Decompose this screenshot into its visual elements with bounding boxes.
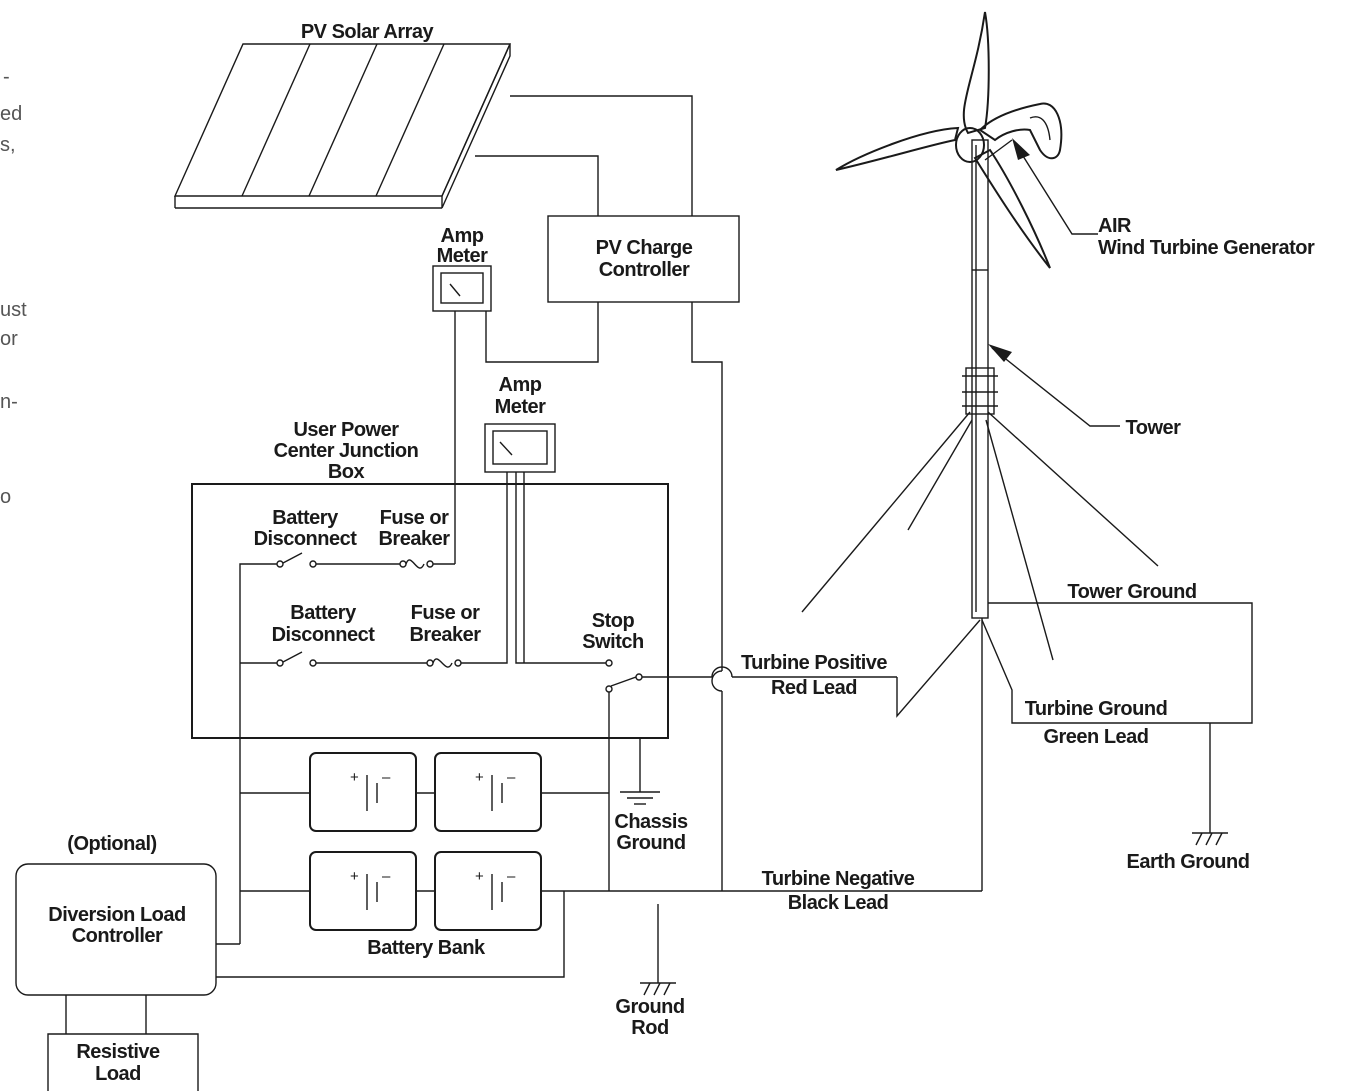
chassis-ground: Chassis Ground: [614, 738, 688, 854]
arrowhead-icon: [1012, 138, 1030, 160]
tower-label: Tower: [1126, 417, 1182, 439]
air-label-line1: AIR: [1098, 215, 1132, 237]
turbine-lead-labels: Turbine Positive Red Lead Turbine Negati…: [741, 652, 1168, 914]
battery-plus-sign: +: [475, 868, 484, 885]
diversion-load-controller-label-line2: Controller: [72, 925, 163, 947]
cropped-fragment: n-: [0, 391, 18, 413]
battery-4: + –: [434, 851, 542, 931]
fuse-upper-label-line2: Breaker: [378, 528, 450, 550]
pv-solar-array-label: PV Solar Array: [301, 21, 435, 43]
diversion-load-controller-label-line1: Diversion Load: [48, 904, 185, 926]
junction-box: User Power Center Junction Box: [191, 419, 669, 739]
turbine-negative-label-line2: Black Lead: [788, 892, 889, 914]
battery-bank-label: Battery Bank: [367, 937, 486, 959]
ground-rod-label-line2: Rod: [631, 1017, 668, 1039]
air-label-line2: Wind Turbine Generator: [1098, 237, 1315, 259]
lower-disconnect-row: Battery Disconnect Fuse or Breaker: [240, 472, 508, 668]
earth-ground-label: Earth Ground: [1127, 851, 1250, 873]
chassis-ground-label-line1: Chassis: [614, 811, 688, 833]
junction-box-label-line3: Box: [328, 461, 365, 483]
chassis-ground-label-line2: Ground: [616, 832, 685, 854]
battery-1: + –: [309, 752, 417, 832]
battery-bank: + – + – + – + – Battery Bank: [240, 752, 982, 959]
tower-ground-label: Tower Ground: [1067, 581, 1196, 603]
junction-box-label-line1: User Power: [293, 419, 399, 441]
stop-switch-label-line1: Stop: [592, 610, 635, 632]
battery-minus-sign: –: [382, 868, 391, 885]
pv-wiring: [454, 95, 723, 891]
resistive-load-label-line1: Resistive: [76, 1041, 160, 1063]
battery-2: + –: [434, 752, 542, 832]
turbine-positive-label-line2: Red Lead: [771, 677, 857, 699]
fuse-upper-label-line1: Fuse or: [380, 507, 449, 529]
turbine-ground-label-line2: Green Lead: [1043, 726, 1148, 748]
battery-3: + –: [309, 851, 417, 931]
battery-minus-sign: –: [507, 769, 516, 786]
amp-meter-lower: Amp Meter: [484, 374, 556, 473]
turbine-negative-label-line1: Turbine Negative: [762, 868, 915, 890]
battery-disconnect-upper-label-line2: Disconnect: [254, 528, 358, 550]
amp-meter-lower-label-line1: Amp: [499, 374, 542, 396]
fuse-lower-label-line2: Breaker: [409, 624, 481, 646]
pv-charge-controller: PV Charge Controller: [547, 215, 740, 303]
ground-rod-label-line1: Ground: [615, 996, 684, 1018]
tower: Tower Ground Earth Ground Tower: [801, 139, 1253, 891]
cropped-fragment: -: [3, 66, 10, 88]
turbine-ground-label-line1: Turbine Ground: [1025, 698, 1168, 720]
battery-minus-sign: –: [382, 769, 391, 786]
diversion-load-controller: (Optional) Diversion Load Controller: [15, 833, 565, 996]
wind-turbine: AIR Wind Turbine Generator: [835, 11, 1315, 269]
fuse-lower-label-line1: Fuse or: [411, 602, 480, 624]
cropped-fragment: or: [0, 328, 18, 350]
stop-switch-label-line2: Switch: [582, 631, 643, 653]
cropped-fragment: ed: [0, 103, 22, 125]
arrowhead-icon: [988, 344, 1012, 362]
pv-charge-controller-label-line1: PV Charge: [596, 237, 693, 259]
battery-disconnect-lower-label-line2: Disconnect: [272, 624, 376, 646]
amp-meter-upper-label-line1: Amp: [441, 225, 484, 247]
cropped-text-fragments: - ed s, ust or n- o: [0, 66, 27, 508]
cropped-fragment: ust: [0, 299, 27, 321]
cropped-fragment: s,: [0, 134, 16, 156]
resistive-load-label-line2: Load: [95, 1063, 141, 1085]
pv-solar-array: PV Solar Array: [173, 21, 512, 209]
cropped-fragment: o: [0, 486, 11, 508]
battery-plus-sign: +: [350, 868, 359, 885]
optional-label: (Optional): [67, 833, 156, 855]
turbine-positive-label-line1: Turbine Positive: [741, 652, 887, 674]
amp-meter-upper: Amp Meter: [432, 225, 492, 312]
battery-minus-sign: –: [507, 868, 516, 885]
junction-box-label-line2: Center Junction: [274, 440, 419, 462]
resistive-load: Resistive Load: [47, 995, 199, 1091]
battery-plus-sign: +: [475, 769, 484, 786]
battery-plus-sign: +: [350, 769, 359, 786]
upper-disconnect-row: Battery Disconnect Fuse or Breaker: [239, 507, 455, 944]
pv-charge-controller-label-line2: Controller: [599, 259, 690, 281]
amp-meter-lower-label-line2: Meter: [495, 396, 547, 418]
battery-disconnect-upper-label-line1: Battery: [272, 507, 339, 529]
battery-disconnect-lower-label-line1: Battery: [290, 602, 357, 624]
amp-meter-upper-label-line2: Meter: [437, 245, 489, 267]
ground-rod: Ground Rod: [615, 904, 685, 1039]
stop-switch: Stop Switch: [515, 472, 981, 891]
